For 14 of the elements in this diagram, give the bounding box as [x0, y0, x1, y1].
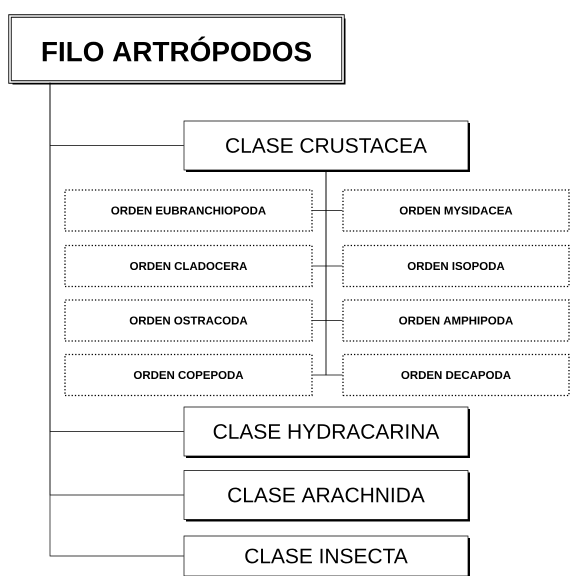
- class-box: CLASE ARACHNIDA: [184, 470, 470, 522]
- class-box: CLASE HYDRACARINA: [184, 406, 470, 458]
- title-box: FILO ARTRÓPODOS: [8, 14, 346, 84]
- connector-line: [326, 170, 343, 376]
- order-box: ORDEN MYSIDACEA: [342, 189, 570, 232]
- order-box: ORDEN COPEPODA: [64, 354, 313, 396]
- class-box: CLASE INSECTA: [184, 536, 470, 576]
- order-box: ORDEN OSTRACODA: [64, 299, 313, 342]
- order-box: ORDEN AMPHIPODA: [342, 299, 570, 342]
- class-box: CLASE CRUSTACEA: [184, 120, 470, 172]
- order-box: ORDEN CLADOCERA: [64, 244, 313, 288]
- order-box: ORDEN ISOPODA: [342, 244, 570, 288]
- order-box: ORDEN DECAPODA: [342, 354, 570, 396]
- order-box: ORDEN EUBRANCHIOPODA: [64, 189, 313, 232]
